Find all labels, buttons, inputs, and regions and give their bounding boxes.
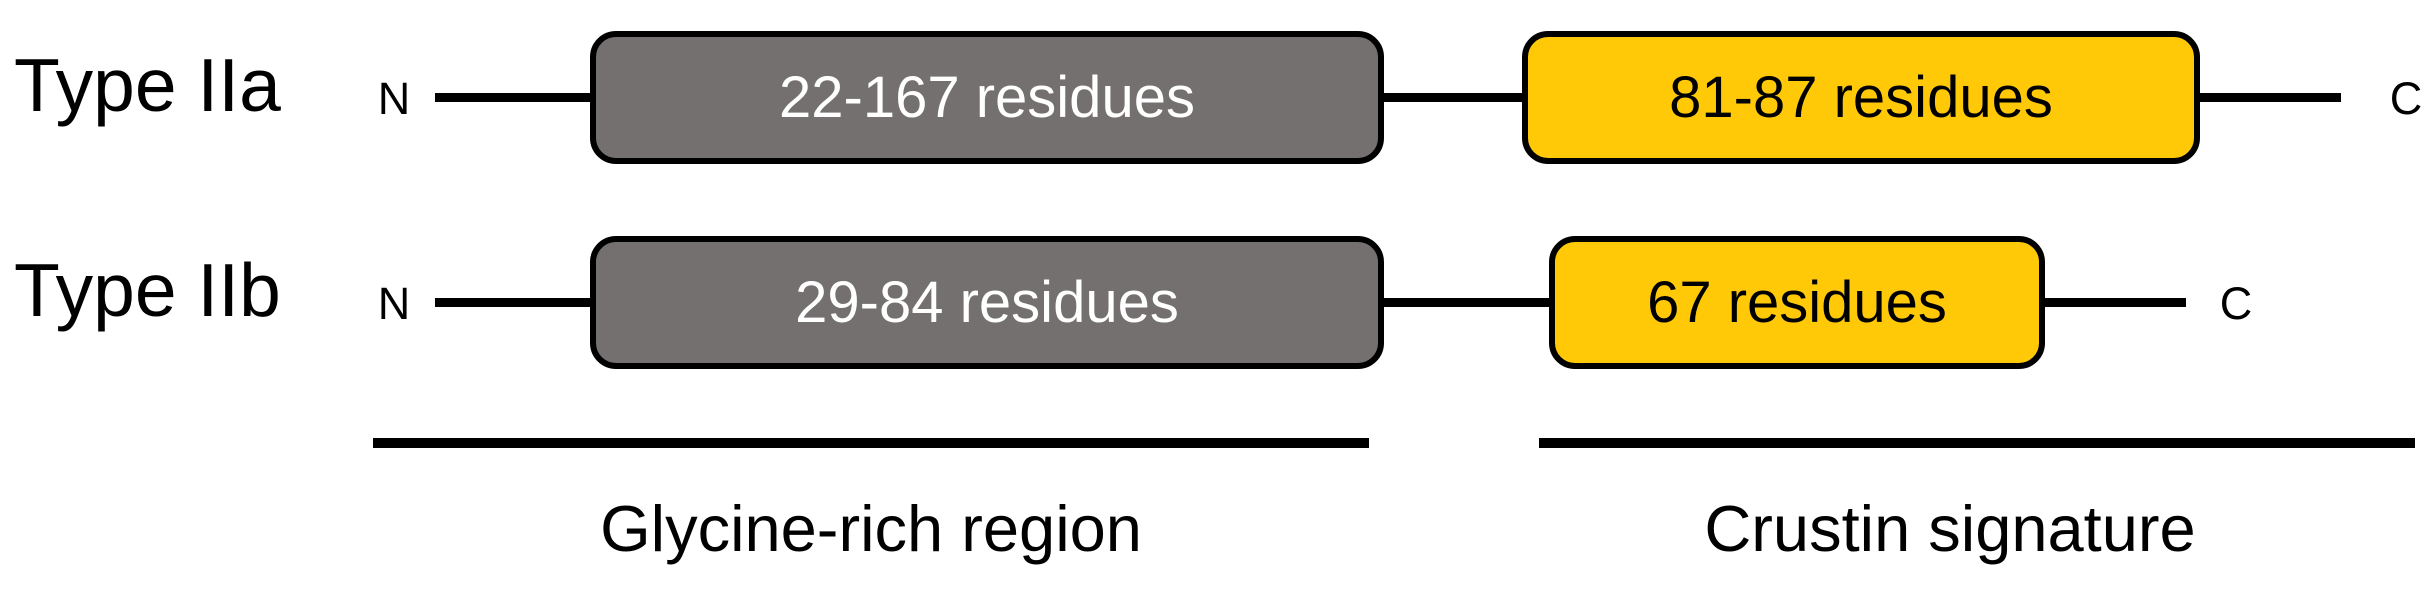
region-label-crustin: Crustin signature — [1704, 492, 2196, 565]
crustin-signature-domain-box: 67 residues — [1549, 236, 2045, 369]
domain-residues-label: 81-87 residues — [1669, 64, 2053, 130]
region-label-glycine: Glycine-rich region — [600, 492, 1142, 565]
domain-residues-label: 29-84 residues — [795, 269, 1179, 335]
domain-residues-label: 67 residues — [1647, 269, 1947, 335]
region-underline-crustin — [1539, 438, 2415, 448]
c-terminus-label: C — [2219, 278, 2253, 329]
n-terminus-label: N — [377, 278, 411, 329]
backbone-line-mid — [1384, 93, 1522, 102]
c-terminus-label: C — [2389, 73, 2423, 124]
protein-row-type-iib: Type IIb N 29-84 residues 67 residues C — [0, 200, 2432, 400]
crustin-signature-domain-box: 81-87 residues — [1522, 31, 2200, 164]
backbone-line-n — [435, 298, 590, 307]
backbone-line-n — [435, 93, 590, 102]
glycine-rich-domain-box: 29-84 residues — [590, 236, 1384, 369]
domain-residues-label: 22-167 residues — [779, 64, 1195, 130]
backbone-line-mid — [1384, 298, 1549, 307]
row-label-type-iib: Type IIb — [14, 248, 281, 332]
protein-row-type-iia: Type IIa N 22-167 residues 81-87 residue… — [0, 0, 2432, 200]
n-terminus-label: N — [377, 73, 411, 124]
region-underline-glycine — [373, 438, 1369, 448]
backbone-line-c — [2200, 93, 2341, 102]
glycine-rich-domain-box: 22-167 residues — [590, 31, 1384, 164]
backbone-line-c — [2045, 298, 2186, 307]
row-label-type-iia: Type IIa — [14, 43, 281, 127]
